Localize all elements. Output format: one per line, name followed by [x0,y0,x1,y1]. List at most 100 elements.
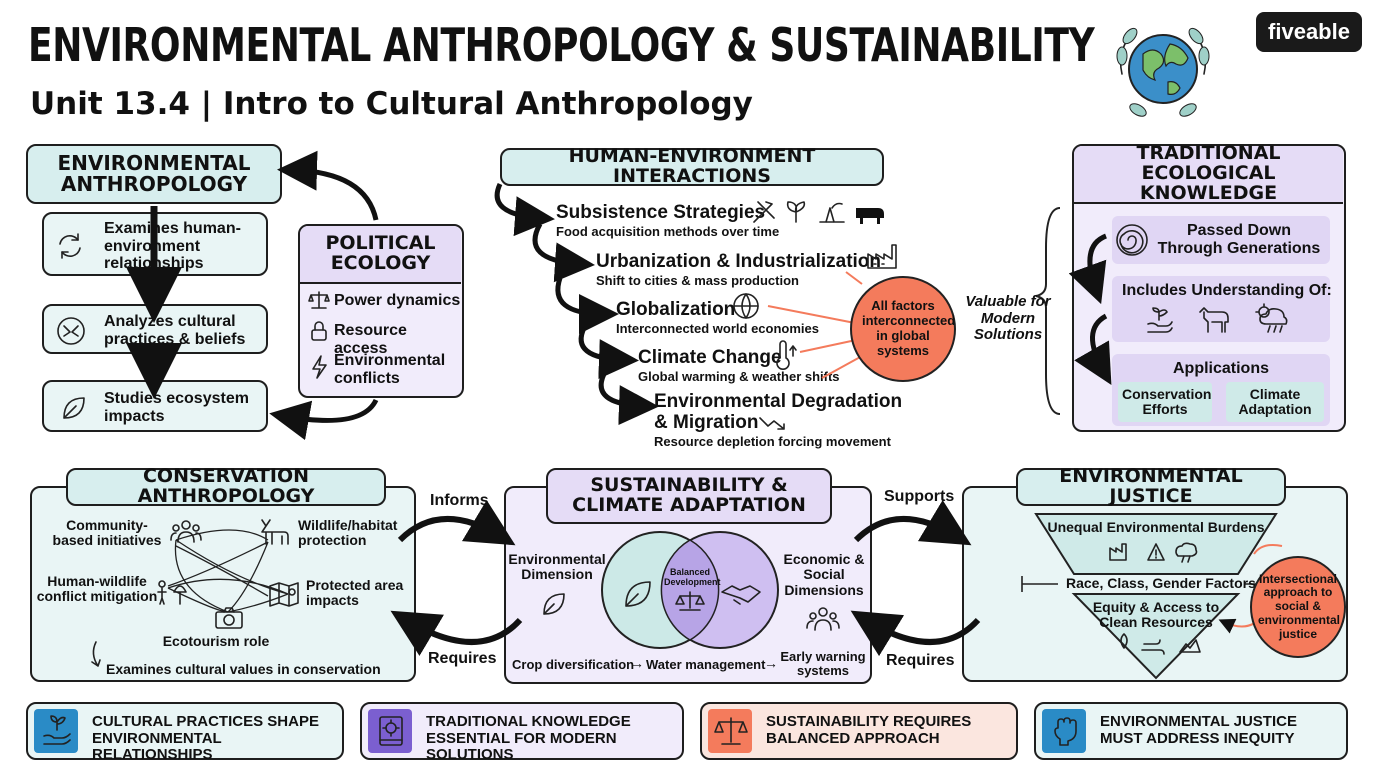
link-supports: Supports [884,488,955,505]
cycle-icon [59,233,81,259]
sust-left: Environmental Dimension [508,551,606,583]
ej-title: ENVIRONMENTAL JUSTICE [1059,465,1243,507]
leaf-icon [63,397,85,419]
pol-eco-header: POLITICAL ECOLOGY [300,226,461,284]
link-informs: Informs [430,492,489,509]
sust-flow-1: Crop diversification [512,657,635,672]
hei-step-5-name: Environmental Degradation & Migration [654,391,903,433]
ej-equity: Equity & Access to Clean Resources [1092,599,1220,631]
storm-cloud-icon [1255,303,1288,333]
ej-factors: Race, Class, Gender Factors [1066,575,1256,591]
hands-circle-icon [57,317,85,345]
link-requires-2: Requires [886,652,955,669]
tek-includes-card [1112,276,1330,342]
book-gear-icon [379,716,403,746]
hei-header: HUMAN-ENVIRONMENT INTERACTIONS [500,145,884,187]
cons-header: CONSERVATION ANTHROPOLOGY [66,465,386,507]
tek-app-1-text: Conservation Efforts [1122,385,1212,417]
deer-icon [261,519,289,545]
world-grid-icon [733,293,759,319]
hei-step-4-name: Climate Change [638,347,782,368]
sust-arrow-2: → [764,655,778,671]
cons-node-5: Ecotourism role [162,633,270,649]
hei-step-3-name: Globalization [616,299,736,320]
footer-text-3: SUSTAINABILITY REQUIRES BALANCED APPROAC… [766,713,972,747]
people-icon-2 [806,607,840,631]
tek-title: TRADITIONAL ECOLOGICAL KNOWLEDGE [1136,142,1281,204]
tek-side-note: Valuable for Modern Solutions [965,293,1051,343]
balance-scale-icon [714,717,748,745]
footer-text-2: TRADITIONAL KNOWLEDGE ESSENTIAL FOR MODE… [426,713,631,763]
factory-icon [867,244,897,269]
footer-card-2: TRADITIONAL KNOWLEDGE ESSENTIAL FOR MODE… [360,702,684,763]
pol-eco-item-3: Environmental conflicts [334,352,446,387]
sust-right: Economic & Social Dimensions [783,551,865,598]
page-title: ENVIRONMENTAL ANTHROPOLOGY & SUSTAINABIL… [28,18,1095,72]
page-subtitle: Unit 13.4 | Intro to Cultural Anthropolo… [30,86,753,122]
lock-icon [311,321,327,341]
env-anth-title: ENVIRONMENTAL ANTHROPOLOGY [57,151,251,196]
pol-eco-box: POLITICAL ECOLOGY Power dynamics Resourc… [298,224,464,398]
hei-step-1-name: Subsistence Strategies [556,202,766,223]
hei-step-5-desc: Resource depletion forcing movement [654,434,891,449]
cons-node-1: Community-based initiatives [52,517,162,549]
hei-bubble: All factors interconnected in global sys… [850,276,956,382]
cons-node-2: Wildlife/habitat protection [298,517,398,549]
camera-icon [215,607,243,629]
tek-app-1: Conservation Efforts [1118,382,1212,422]
leaf-icon-2 [543,593,565,615]
trend-down-icon [759,417,785,430]
footer-card-1: CULTURAL PRACTICES SHAPE ENVIRONMENTAL R… [26,702,344,763]
footer-text-1: CULTURAL PRACTICES SHAPE ENVIRONMENTAL R… [92,713,319,763]
link-requires-1: Requires [428,650,497,667]
tools-plant-cow-icons [753,201,884,224]
tek-includes: Includes Understanding Of: [1122,282,1332,299]
tek-header: TRADITIONAL ECOLOGICAL KNOWLEDGE [1074,142,1343,204]
footer-text-4: ENVIRONMENTAL JUSTICE MUST ADDRESS INEQU… [1100,713,1297,747]
hei-step-2-desc: Shift to cities & mass production [596,273,799,288]
plant-hand-icon [1147,307,1173,333]
sust-header: SUSTAINABILITY & CLIMATE ADAPTATION [546,468,832,524]
map-pin-icon [269,582,299,607]
globe-icon [1116,27,1210,117]
scale-icon [308,291,330,309]
footer-icon-1-bg [34,709,78,753]
ej-bubble: Intersectional approach to social & envi… [1250,556,1346,658]
hei-step-4-desc: Global warming & weather shifts [638,369,840,384]
footer-card-4: ENVIRONMENTAL JUSTICE MUST ADDRESS INEQU… [1034,702,1348,760]
hei-step-1-desc: Food acquisition methods over time [556,224,780,239]
pol-eco-item-2: Resource access [334,322,407,357]
sust-flow-3: Early warning systems [780,649,866,679]
spiral-icon [1116,224,1148,256]
cons-note: Examines cultural values in conservation [106,661,381,677]
sust-title: SUSTAINABILITY & CLIMATE ADAPTATION [572,474,806,516]
lightning-icon [312,355,327,379]
people-group-icon [170,520,202,543]
raised-fist-icon [1054,717,1077,746]
cons-node-3: Human-wildlife conflict mitigation [36,573,158,605]
fiveable-logo[interactable]: fiveable [1256,12,1362,52]
tek-passed: Passed Down Through Generations [1157,222,1321,257]
person-tree-icon [157,580,187,605]
cons-title: CONSERVATION ANTHROPOLOGY [137,465,315,507]
env-anth-header: ENVIRONMENTAL ANTHROPOLOGY [26,144,282,204]
hei-step-3-desc: Interconnected world economies [616,321,819,336]
tek-passed-card [1112,216,1330,264]
hei-title: HUMAN-ENVIRONMENT INTERACTIONS [568,145,816,187]
hei-bubble-text: All factors interconnected in global sys… [862,298,956,358]
pol-eco-title: POLITICAL ECOLOGY [325,232,436,274]
pol-eco-item-1: Power dynamics [334,292,461,309]
ej-burdens: Unequal Environmental Burdens [1047,519,1265,535]
tek-applications: Applications [1172,360,1269,377]
venn-center: Balanced Development [664,567,721,587]
wolf-icon [1199,307,1229,333]
footer-card-3: SUSTAINABILITY REQUIRES BALANCED APPROAC… [700,702,1018,760]
tek-app-2: Climate Adaptation [1226,382,1324,422]
